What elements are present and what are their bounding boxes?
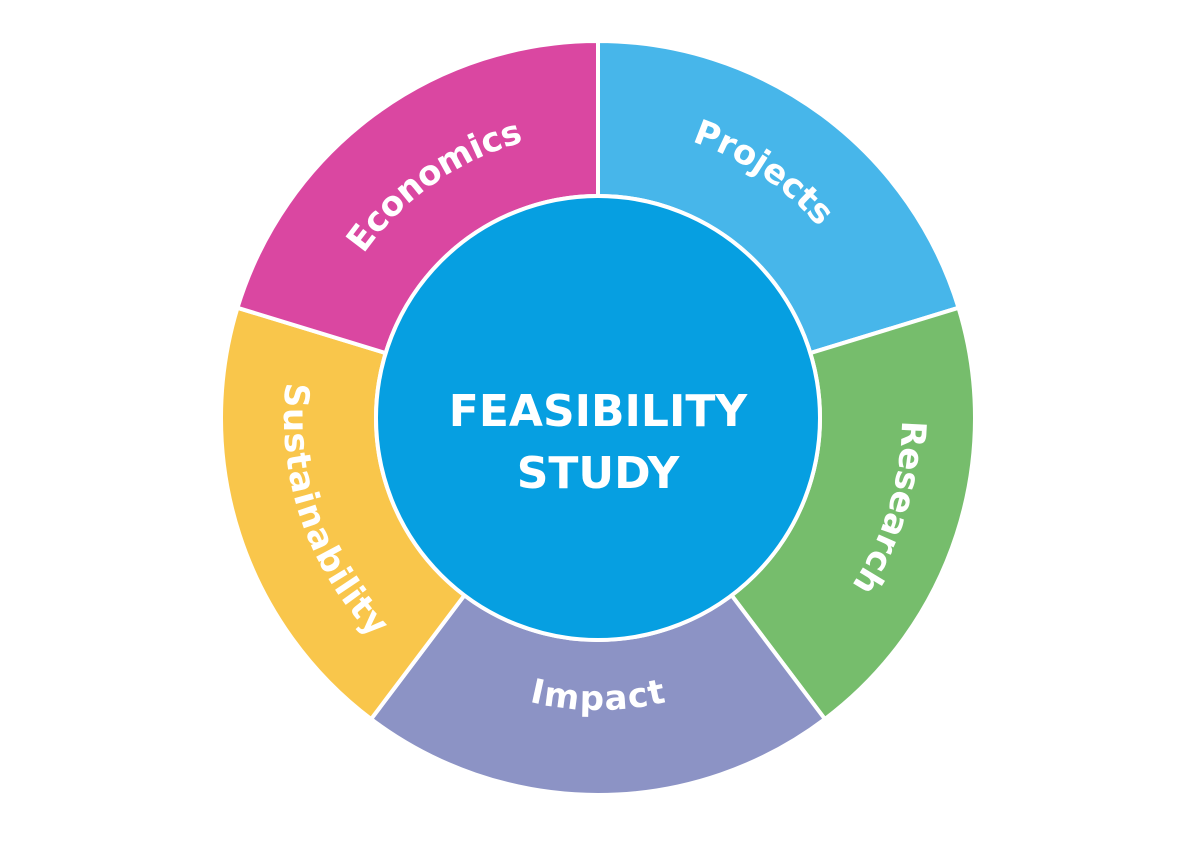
center-title-line1: FEASIBILITY xyxy=(449,386,749,437)
segment-label-impact: Impact xyxy=(527,671,668,719)
segment-label-text-impact: Impact xyxy=(527,671,668,719)
center-title-line2: STUDY xyxy=(517,448,681,499)
center-circle xyxy=(374,194,822,642)
center-hub: FEASIBILITY STUDY xyxy=(374,194,822,642)
